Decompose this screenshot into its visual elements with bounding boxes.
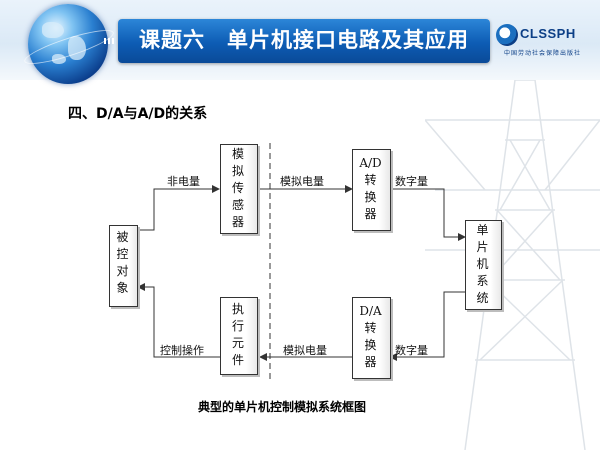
arrow-actuator-to-object <box>137 283 220 358</box>
globe-icon <box>21 4 117 84</box>
block-controlled-object <box>109 225 138 307</box>
block-sensor <box>220 144 258 234</box>
block-controlled-object-label: 被控对象 <box>116 230 129 295</box>
publisher-logo: CLSSPH 中国劳动社会保障出版社 <box>496 22 596 62</box>
title-prefix: 课题六 <box>139 27 205 52</box>
block-actuator-label: 执行元件 <box>231 302 244 367</box>
title-main: 单片机接口电路及其应用 <box>227 27 469 52</box>
signal-non-electrical: 非电量 <box>167 175 200 188</box>
title-dots <box>104 38 116 44</box>
diagram-caption: 典型的单片机控制模拟系统框图 <box>198 400 367 414</box>
block-actuator <box>220 297 258 375</box>
signal-analog-out: 模拟电量 <box>283 344 327 357</box>
arrow-object-to-sensor <box>137 185 220 231</box>
publisher-subtitle: 中国劳动社会保障出版社 <box>504 50 582 57</box>
signal-digital-out: 数字量 <box>395 344 428 357</box>
arrow-ad-to-mcu <box>389 188 466 241</box>
signal-analog-in: 模拟电量 <box>280 175 324 188</box>
publisher-logo-text: CLSSPH <box>520 26 576 41</box>
block-sensor-label: 模拟传感器 <box>231 147 244 229</box>
signal-digital-in: 数字量 <box>395 175 428 188</box>
block-ad-converter <box>352 149 391 231</box>
block-mcu-system-label: 单片机系统 <box>476 223 489 305</box>
title-bar <box>118 19 490 63</box>
arrow-mcu-to-da <box>389 291 465 361</box>
section-heading: 四、D/A与A/D的关系 <box>68 106 208 122</box>
signal-control-op: 控制操作 <box>160 344 204 357</box>
block-mcu-system <box>465 220 502 310</box>
page-title: 课题六单片机接口电路及其应用 <box>139 24 469 54</box>
publisher-logo-icon <box>496 24 518 46</box>
block-da-converter <box>352 297 391 379</box>
